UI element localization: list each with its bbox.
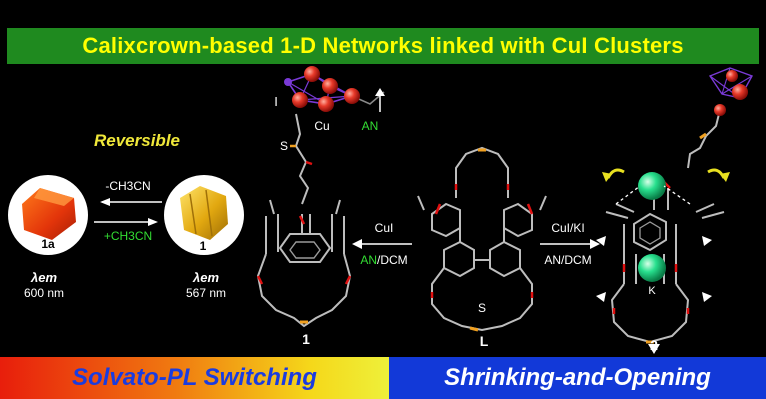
bottom-right-panel: Shrinking-and-Opening: [389, 357, 766, 399]
atom-label-an: AN: [362, 119, 379, 133]
atom-label-sulfur-L: S: [478, 301, 486, 315]
rotation-arrows: [606, 168, 726, 179]
crystal-1-lambda: λem: [192, 270, 219, 285]
bottom-banner: Solvato-PL Switching Shrinking-and-Openi…: [0, 357, 766, 399]
bottom-left-panel: Solvato-PL Switching: [0, 357, 389, 399]
reversible-label: Reversible: [94, 131, 180, 150]
crystal-1-image: 1: [164, 175, 244, 255]
crystal-1-emission: 567 nm: [186, 286, 226, 300]
cui-cluster-2: [714, 70, 748, 116]
solvent-an-dcm-2: AN/DCM: [544, 253, 591, 267]
shrink-arrows: [596, 236, 712, 354]
reagent-cui-ki: CuI/KI: [551, 221, 584, 235]
coordination-dashes: [615, 185, 691, 205]
solvent-an: AN: [360, 253, 377, 267]
compound-2-label: 2: [650, 337, 658, 353]
arrow-to-compound-1: [352, 239, 412, 249]
arrow-plus-ch3cn: +CH3CN: [104, 229, 152, 243]
atom-label-sulfur-1: S: [280, 139, 288, 153]
reversible-arrows: [94, 198, 162, 226]
potassium-ions: [638, 172, 666, 282]
crystal-1a-emission: 600 nm: [24, 286, 64, 300]
arrow-minus-ch3cn: -CH3CN: [105, 179, 150, 193]
solvent-an-dcm: AN/DCM: [360, 253, 407, 267]
figure-title: Calixcrown-based 1-D Networks linked wit…: [82, 33, 684, 58]
compound-2-structure: [605, 67, 754, 344]
rotation-arrowhead-left: [602, 172, 612, 182]
crystal-1a-lambda: λem: [30, 270, 57, 285]
crystal-1a-label: 1a: [41, 237, 55, 251]
compound-L-label: L: [480, 333, 489, 349]
atom-label-iodine: I: [274, 94, 278, 109]
compound-1-structure: [256, 73, 385, 328]
shrinking-opening-label: Shrinking-and-Opening: [444, 364, 711, 391]
solvent-dcm: /DCM: [377, 253, 408, 267]
atom-label-potassium: K: [648, 285, 656, 297]
solvato-pl-label: Solvato-PL Switching: [72, 364, 317, 391]
title-bar: Calixcrown-based 1-D Networks linked wit…: [7, 28, 759, 64]
crystal-1-label: 1: [200, 239, 207, 253]
ligand-L-structure: [417, 146, 547, 332]
crystal-1a-image: 1a: [8, 175, 88, 255]
cui-cluster-1: [284, 66, 360, 112]
arrow-to-compound-2: [540, 239, 600, 249]
atom-label-copper: Cu: [314, 119, 329, 133]
compound-1-label: 1: [302, 331, 310, 347]
rotation-arrowhead-right: [720, 172, 730, 182]
reagent-cui: CuI: [375, 221, 394, 235]
an-pointer-head: [375, 88, 385, 96]
reaction-scheme: Reversible 1a λem 600 nm 1 λem 567 nm -C…: [8, 66, 754, 354]
